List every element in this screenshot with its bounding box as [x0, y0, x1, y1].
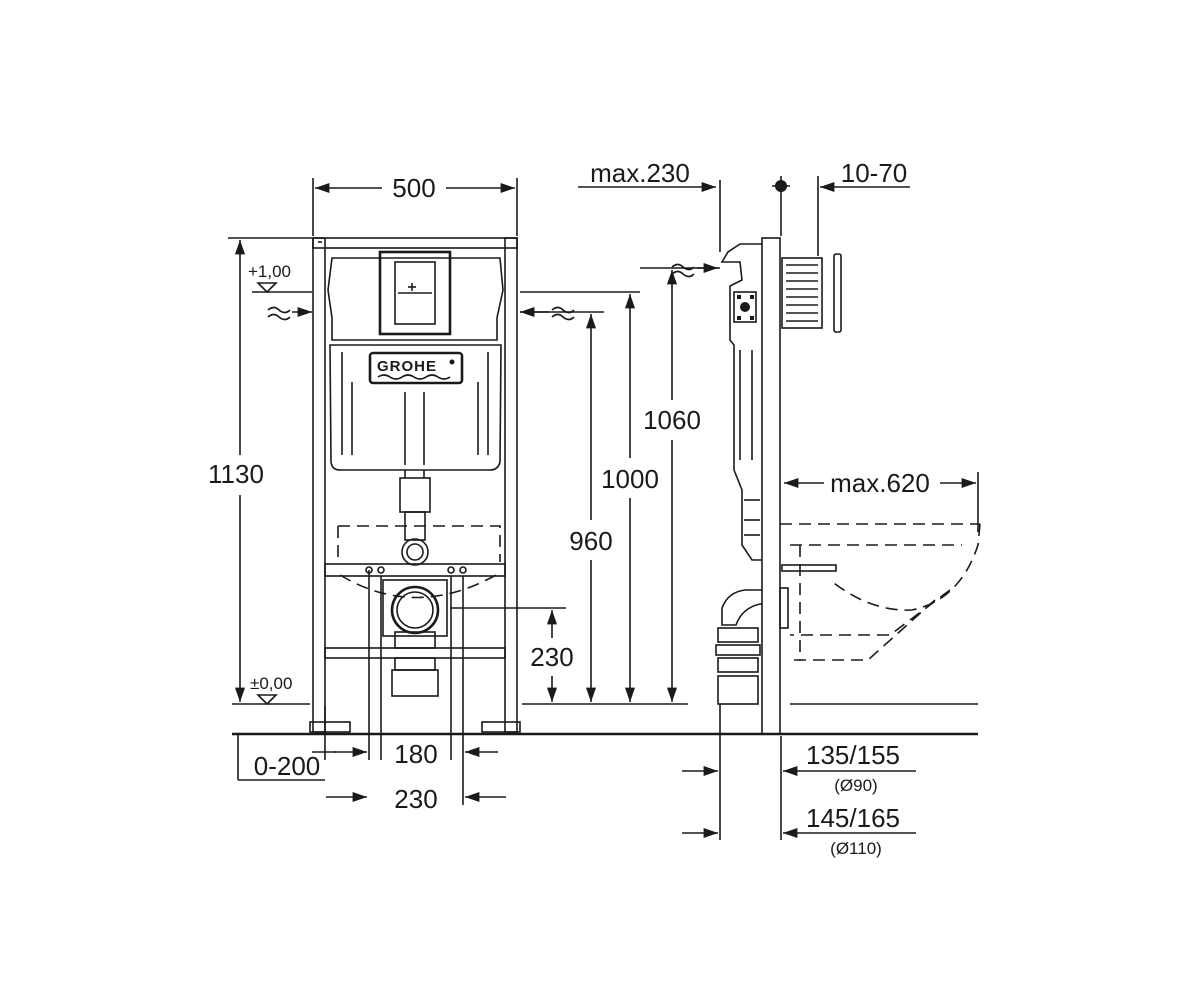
water-inlet-side-icon — [671, 263, 695, 271]
waste-bend — [721, 589, 762, 626]
fixing-rod — [781, 564, 837, 572]
level-top-label: +1,00 — [248, 262, 291, 281]
side-frame — [761, 237, 781, 735]
dim-height-1000: 1000 — [601, 464, 659, 494]
level-mark-top: +1,00 — [248, 262, 312, 294]
dim-max-230: max.230 — [590, 158, 690, 188]
flush-plate — [833, 253, 842, 333]
water-inlet-left-icon — [267, 306, 291, 314]
dim-height-960: 960 — [569, 526, 612, 556]
dim-145-165: 145/165 — [806, 803, 900, 833]
side-view: max.230 10-70 max.620 135/155 (Ø90) 145/… — [578, 158, 981, 858]
dim-spacing-180: 180 — [394, 739, 437, 769]
dim-range-10-70: 10-70 — [841, 158, 908, 188]
actuator — [781, 257, 823, 329]
dim-width-500: 500 — [392, 173, 435, 203]
dia-90: (Ø90) — [834, 776, 877, 795]
valve-box — [733, 291, 757, 323]
dim-height-230: 230 — [530, 642, 573, 672]
dim-adjust-0-200: 0-200 — [254, 751, 321, 781]
dim-spacing-230: 230 — [394, 784, 437, 814]
dia-110: (Ø110) — [830, 839, 882, 858]
wc-bowl-outline — [780, 523, 981, 661]
level-floor-label: ±0,00 — [250, 674, 292, 693]
dim-135-155: 135/155 — [806, 740, 900, 770]
dim-height-1060: 1060 — [643, 405, 701, 435]
grohe-logo-text: GROHE — [377, 358, 437, 375]
front-view: GROHE — [208, 173, 978, 814]
grohe-logo — [368, 351, 464, 385]
level-mark-floor: ±0,00 — [250, 674, 292, 706]
dim-max-620: max.620 — [830, 468, 930, 498]
cistern: GROHE — [327, 250, 504, 805]
dim-height-1130: 1130 — [208, 459, 264, 489]
